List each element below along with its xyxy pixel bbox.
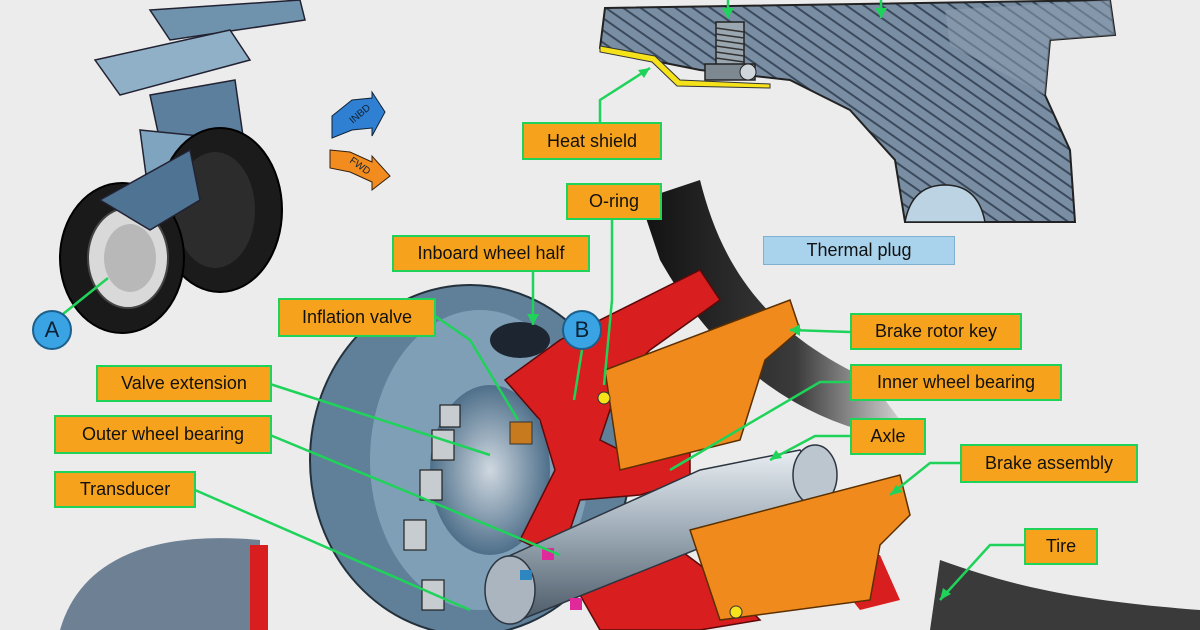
thermal-plug-section (598, 0, 1117, 223)
brake-components (509, 299, 911, 621)
leader-lines (57, 0, 1024, 612)
label-inboard-wheel-half: Inboard wheel half (392, 235, 590, 272)
label-outer-wheel-bearing: Outer wheel bearing (54, 415, 272, 454)
label-inner-wheel-bearing: Inner wheel bearing (850, 364, 1062, 401)
callout-a: A (32, 310, 72, 350)
label-brake-assembly: Brake assembly (960, 444, 1138, 483)
label-axle: Axle (850, 418, 926, 455)
label-thermal-plug: Thermal plug (763, 236, 955, 265)
label-transducer: Transducer (54, 471, 196, 508)
label-o-ring: O-ring (566, 183, 662, 220)
callout-b: B (562, 310, 602, 350)
label-heat-shield: Heat shield (522, 122, 662, 160)
label-tire: Tire (1024, 528, 1098, 565)
tire-section (60, 180, 1200, 630)
label-brake-rotor-key: Brake rotor key (850, 313, 1022, 350)
label-inflation-valve: Inflation valve (278, 298, 436, 337)
landing-gear-illustration (59, 0, 306, 334)
label-valve-extension: Valve extension (96, 365, 272, 402)
leader-arrowheads (527, 8, 951, 600)
direction-arrows (329, 90, 391, 192)
